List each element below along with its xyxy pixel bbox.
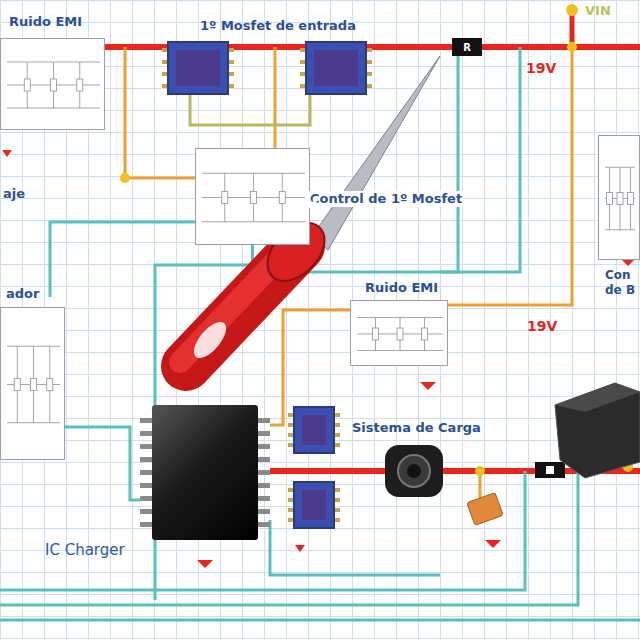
schematic-box: Con de B bbox=[598, 135, 640, 260]
schematic-sketch bbox=[1, 308, 66, 461]
sketch-part bbox=[77, 79, 83, 91]
part-label: R bbox=[463, 42, 471, 53]
gate-wire bbox=[190, 95, 310, 125]
ic-pin bbox=[257, 483, 270, 488]
sense-wire bbox=[440, 47, 520, 272]
sketch-part bbox=[222, 192, 228, 204]
schematic-sketch bbox=[351, 301, 449, 367]
battery-pack bbox=[555, 383, 640, 412]
sketch-part bbox=[373, 328, 379, 340]
sketch-part bbox=[617, 193, 623, 205]
sketch-part bbox=[628, 193, 634, 205]
section-label: aje bbox=[3, 186, 25, 202]
voltage-label: 19V bbox=[526, 60, 556, 76]
resistor-box: R bbox=[452, 38, 482, 56]
coil-ring bbox=[398, 455, 430, 487]
coil-core bbox=[407, 464, 421, 478]
polarity-mark: + bbox=[302, 190, 327, 222]
section-label: 1º Mosfet de entrada bbox=[200, 18, 356, 34]
block-heading: IC Charger bbox=[45, 542, 125, 558]
junction-dot bbox=[120, 173, 130, 183]
ic-pin bbox=[257, 444, 270, 449]
block-heading: Con de B bbox=[605, 268, 637, 298]
sketch-part bbox=[51, 79, 57, 91]
ic-pin bbox=[257, 457, 270, 462]
sketch-part bbox=[607, 193, 613, 205]
chip-body bbox=[294, 482, 334, 528]
schematic-box: Ruido EMI bbox=[0, 38, 105, 130]
schematic-sketch bbox=[1, 39, 106, 131]
resistor-symbol bbox=[546, 466, 554, 474]
chip-die bbox=[302, 415, 326, 445]
sketch-part bbox=[31, 379, 37, 391]
ic-chip: IC Charger bbox=[152, 405, 258, 540]
mosfet-chip bbox=[288, 407, 340, 453]
sense-wire bbox=[0, 619, 640, 622]
chip-body bbox=[168, 42, 228, 94]
inductor-symbol: Sistema de Carga bbox=[385, 445, 443, 497]
sketch-part bbox=[397, 328, 403, 340]
ic-pin bbox=[257, 496, 270, 501]
schematic-box: ador bbox=[0, 307, 65, 460]
circuit-wire bbox=[270, 310, 350, 425]
schematic-box: Ruido EMI bbox=[350, 300, 448, 366]
sense-wire bbox=[50, 222, 195, 297]
voltage-label: 19V bbox=[527, 318, 557, 334]
junction-dot bbox=[475, 466, 485, 476]
sense-wire bbox=[0, 471, 525, 590]
chip-die bbox=[314, 50, 358, 86]
resistor-symbol bbox=[535, 462, 565, 478]
block-heading: Sistema de Carga bbox=[352, 420, 481, 436]
sketch-part bbox=[279, 192, 285, 204]
schematic-sketch bbox=[599, 136, 640, 261]
brand-logo bbox=[188, 317, 232, 364]
screwdriver-shaft bbox=[312, 56, 440, 250]
sketch-part bbox=[251, 192, 257, 204]
sense-wire bbox=[0, 471, 578, 605]
block-heading: ador bbox=[6, 286, 39, 302]
sketch-part bbox=[24, 79, 30, 91]
chip-body bbox=[294, 407, 334, 453]
signal-wire bbox=[274, 47, 277, 148]
chip-die bbox=[176, 50, 220, 86]
signal-wire bbox=[448, 47, 572, 305]
capacitor-symbol bbox=[467, 493, 503, 526]
schematic-sketch bbox=[196, 149, 311, 246]
battery-pack bbox=[555, 383, 640, 478]
sketch-part bbox=[422, 328, 428, 340]
mosfet-chip bbox=[300, 42, 372, 94]
mosfet-chip bbox=[288, 482, 340, 528]
ic-pin bbox=[257, 431, 270, 436]
ic-pin bbox=[257, 509, 270, 514]
block-heading: Ruido EMI bbox=[365, 280, 438, 296]
vin-dot bbox=[566, 4, 578, 16]
mosfet-chip bbox=[162, 42, 234, 94]
circuit-wire bbox=[270, 468, 385, 474]
block-heading: Control de 1º Mosfet bbox=[308, 191, 464, 207]
chip-die bbox=[302, 490, 326, 520]
circuit-wire bbox=[65, 427, 140, 500]
sketch-part bbox=[14, 379, 20, 391]
ground-symbols bbox=[2, 150, 636, 568]
ic-pin bbox=[257, 522, 270, 527]
signal-name: VIN bbox=[585, 3, 611, 19]
block-heading: Ruido EMI bbox=[9, 14, 82, 30]
ic-pin bbox=[257, 418, 270, 423]
coil-winding bbox=[385, 445, 443, 497]
schematic-box: Control de 1º Mosfet bbox=[195, 148, 310, 245]
ic-pin bbox=[257, 470, 270, 475]
chip-body bbox=[306, 42, 366, 94]
sketch-part bbox=[47, 379, 53, 391]
junction-dot bbox=[567, 42, 577, 52]
